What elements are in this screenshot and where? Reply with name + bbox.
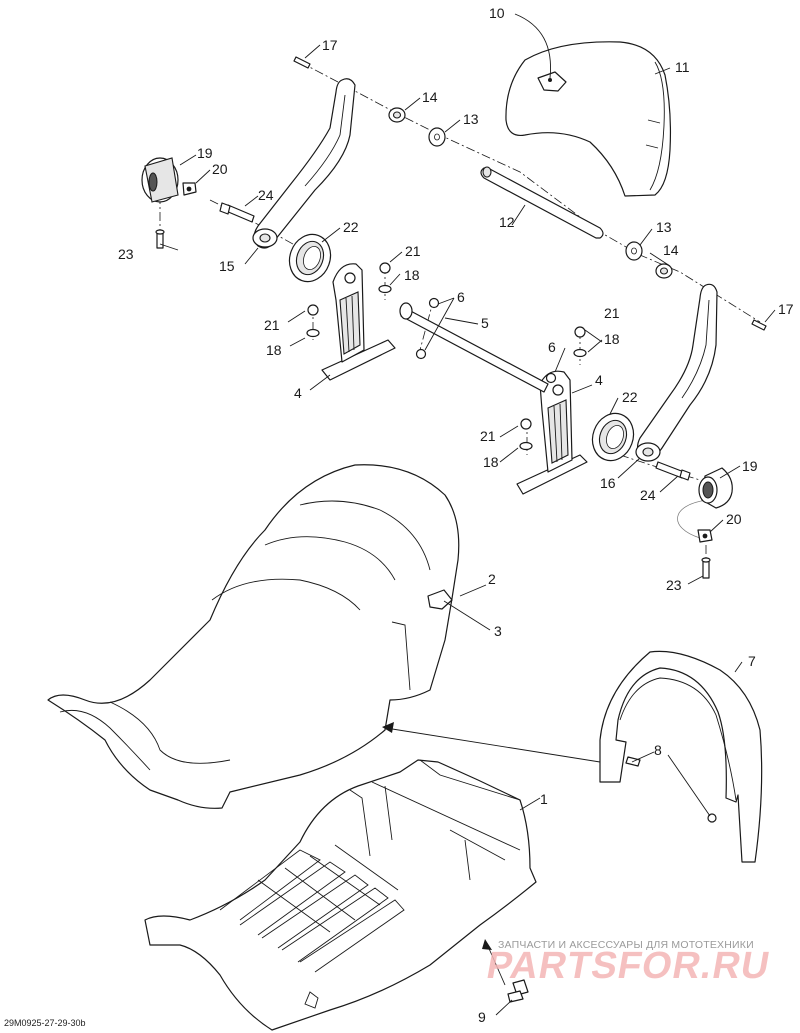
tube-5 [399,302,549,393]
washer-18-c [573,348,587,358]
callout-9: 9 [478,1009,486,1025]
nut-21-c [574,326,586,338]
callout-20: 20 [726,511,742,527]
callout-21: 21 [405,243,421,259]
callout-24: 24 [640,487,656,503]
label-decal-10 [537,71,567,92]
diagram-reference-code: 29M0925-27-29-30b [4,1018,86,1028]
callout-23: 23 [666,577,682,593]
callout-13: 13 [656,219,672,235]
bracket-4-right [516,370,588,495]
washer-18-d [519,441,533,451]
callout-6: 6 [457,289,465,305]
callout-21: 21 [264,317,280,333]
ring-plate-22-right [591,412,635,462]
watermark-tagline: ЗАПЧАСТИ И АКСЕССУАРЫ ДЛЯ МОТОТЕХНИКИ [498,939,754,951]
watermark-logo: PARTSFOR.RU [483,945,774,987]
bolt-24-left [219,202,255,223]
clip-20-left [182,182,197,196]
nut-6-a [428,297,440,309]
callout-14: 14 [422,89,438,105]
callout-17: 17 [778,301,794,317]
callout-8: 8 [654,742,662,758]
callout-18: 18 [266,342,282,358]
callout-4: 4 [294,385,302,401]
bolt-24-right [655,461,691,481]
trim-cover-7 [599,650,763,863]
callout-12: 12 [499,214,515,230]
washer-18-b [306,328,320,338]
callout-15: 15 [219,258,235,274]
roller-19-right [698,467,733,509]
callout-1: 1 [540,791,548,807]
nut-6-b [415,348,427,360]
right-support-arm [635,283,718,462]
callout-6: 6 [548,339,556,355]
bushing-14-left [388,107,406,123]
pin-23-right [701,557,711,579]
callout-10: 10 [489,5,505,21]
washer-18-a [378,284,392,294]
washer-13-left [428,127,446,147]
callout-labels: 10 11 17 14 13 19 20 24 12 22 13 23 21 1… [118,5,794,1025]
callout-14: 14 [663,242,679,258]
bushing-14-right [655,263,673,279]
pin-23-left [155,229,165,249]
callout-5: 5 [481,315,489,331]
callout-21: 21 [604,305,620,321]
callout-22: 22 [622,389,638,405]
ring-plate-22-left [288,233,332,283]
callout-11: 11 [675,59,690,75]
callout-18: 18 [404,267,420,283]
callout-22: 22 [343,219,359,235]
nut-21-d [520,418,532,430]
leader-lines [159,13,776,1016]
callout-13: 13 [463,111,479,127]
callout-18: 18 [604,331,620,347]
roller-19-left [141,157,179,203]
callout-17: 17 [322,37,338,53]
callout-16: 16 [600,475,616,491]
callout-20: 20 [212,161,228,177]
shaft-12 [480,166,604,239]
callout-19: 19 [742,458,758,474]
washer-13-right [625,241,643,261]
bracket-4-left [321,263,396,381]
callout-18: 18 [483,454,499,470]
seat-base-1 [144,759,537,1031]
callout-19: 19 [197,145,213,161]
clip-20-right [697,529,713,543]
callout-3: 3 [494,623,502,639]
left-support-arm [252,78,356,249]
screw-17-right [751,319,767,331]
nut-21-b [307,304,319,316]
fastener-9 [507,979,529,1003]
screw-17-left [293,56,311,69]
seat-cover-2 [47,464,460,809]
callout-24: 24 [258,187,274,203]
callout-7: 7 [748,653,756,669]
label-decal-3 [427,589,453,610]
nut-6-c [545,372,557,384]
nut-21-a [379,262,391,274]
callout-23: 23 [118,246,134,262]
callout-2: 2 [488,571,496,587]
callout-4: 4 [595,372,603,388]
assembly-arrows [382,722,601,986]
backrest-11 [505,41,672,197]
callout-21: 21 [480,428,496,444]
